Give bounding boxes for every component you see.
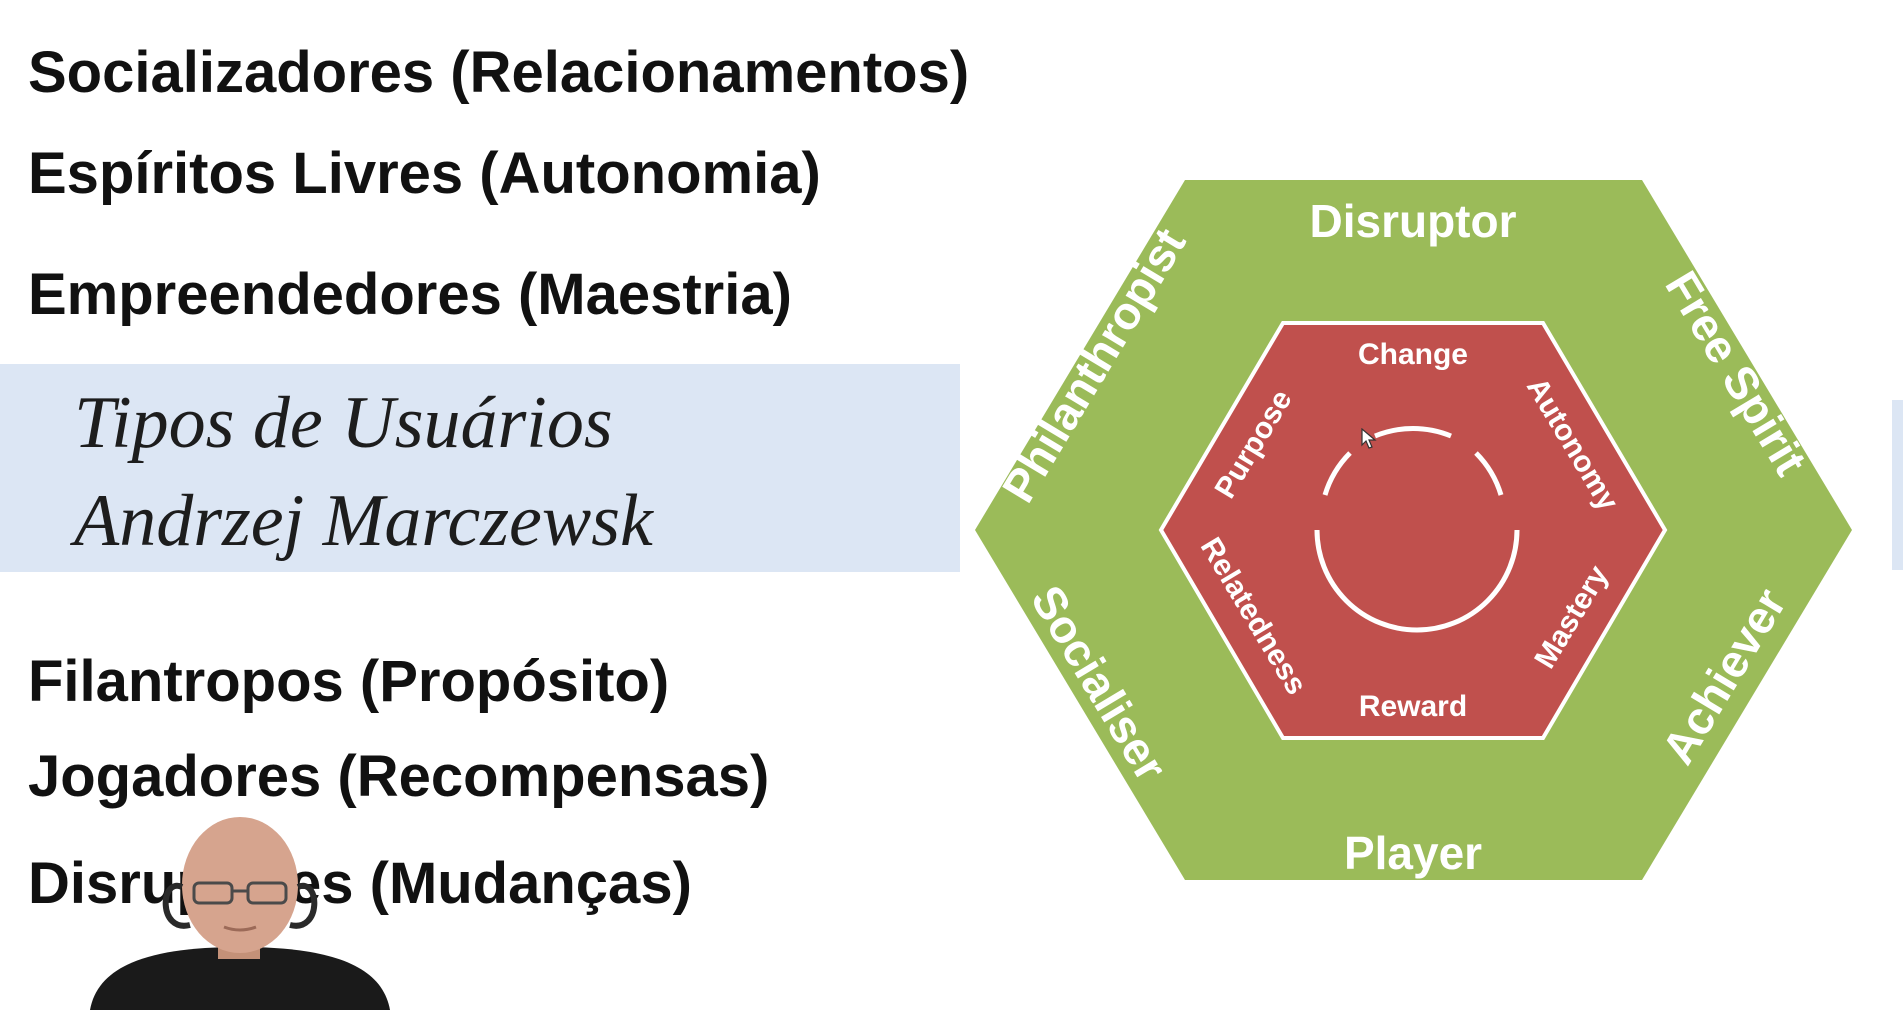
inner-hexagon	[1158, 321, 1668, 740]
slide-line-disruptores: Disruptores (Mudanças)	[28, 851, 692, 916]
presenter-avatar	[90, 817, 390, 1010]
title-band: Tipos de Usuários Andrzej Marczewsk	[0, 364, 960, 572]
slide-title: Tipos de Usuários	[74, 382, 613, 464]
inner-label-reward: Reward	[1359, 690, 1467, 723]
slide-line-espiritos-livres: Espíritos Livres (Autonomia)	[28, 141, 821, 206]
webcam-presenter-overlay	[90, 815, 390, 1010]
slide-line-jogadores: Jogadores (Recompensas)	[28, 744, 770, 809]
slide-author: Andrzej Marczewsk	[74, 480, 653, 562]
slide-line-empreendedores: Empreendedores (Maestria)	[28, 262, 792, 327]
slide-line-filantropos: Filantropos (Propósito)	[28, 649, 670, 714]
slide-line-socializadores: Socializadores (Relacionamentos)	[28, 40, 970, 105]
next-slide-edge	[1892, 400, 1903, 570]
inner-label-change: Change	[1358, 338, 1468, 371]
cycle-circle-icon	[1314, 426, 1520, 633]
outer-label-disruptor: Disruptor	[1310, 195, 1517, 247]
mouse-cursor-icon	[1361, 428, 1377, 449]
hexad-diagram: Disruptor Free Spirit Achiever Player So…	[975, 180, 1852, 880]
outer-label-player: Player	[1344, 827, 1482, 879]
